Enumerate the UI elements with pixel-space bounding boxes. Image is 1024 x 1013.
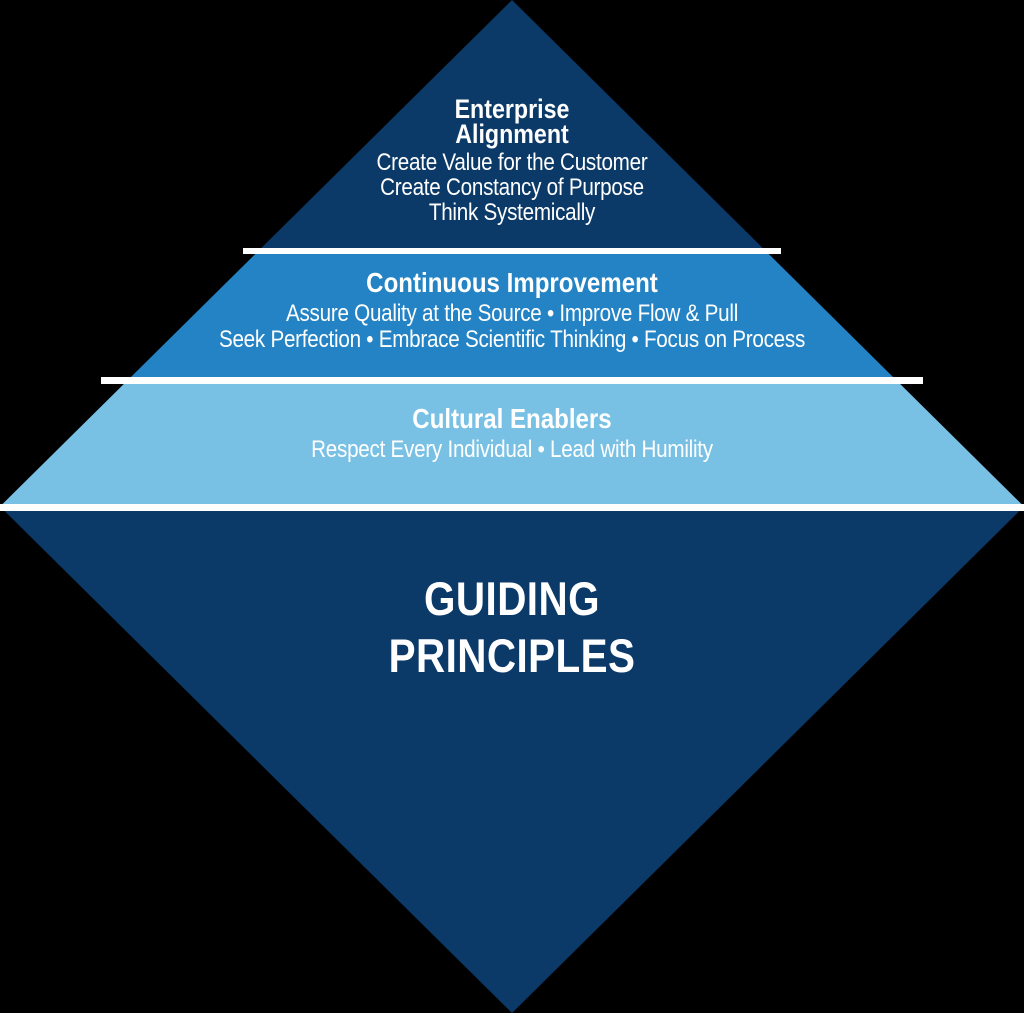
guiding-principles-title-line2: PRINCIPLES xyxy=(388,629,636,682)
cultural-enablers-principles: Respect Every Individual • Lead with Hum… xyxy=(72,437,953,462)
separator-line-top xyxy=(243,248,781,254)
continuous-improvement-title: Continuous Improvement xyxy=(72,269,953,297)
enterprise-alignment-title-line: Alignment xyxy=(455,119,569,149)
band-cultural-enablers xyxy=(0,380,1024,507)
separator-line-bottom xyxy=(0,504,1024,511)
guiding-principles-title: GUIDING PRINCIPLES xyxy=(72,570,953,684)
separator-line-middle xyxy=(101,377,923,384)
enterprise-alignment-title-line: Enterprise xyxy=(454,94,570,124)
enterprise-alignment-title: Enterprise Alignment xyxy=(72,94,953,149)
principle-perfection-scientific-process: Seek Perfection • Embrace Scientific Thi… xyxy=(218,325,806,353)
principle-think-systemically: Think Systemically xyxy=(428,199,596,226)
principle-create-value: Create Value for the Customer xyxy=(376,149,648,176)
principle-respect-humility: Respect Every Individual • Lead with Hum… xyxy=(311,436,713,463)
enterprise-alignment-principles: Create Value for the Customer Create Con… xyxy=(72,150,953,225)
principle-quality-flow-pull: Assure Quality at the Source • Improve F… xyxy=(285,300,739,327)
cultural-enablers-title-line: Cultural Enablers xyxy=(412,403,612,434)
guiding-principles-title-line1: GUIDING xyxy=(424,572,600,625)
cultural-enablers-title: Cultural Enablers xyxy=(72,405,953,433)
principle-constancy-of-purpose: Create Constancy of Purpose xyxy=(380,174,644,201)
continuous-improvement-principles: Assure Quality at the Source • Improve F… xyxy=(72,301,953,352)
continuous-improvement-title-line: Continuous Improvement xyxy=(366,267,658,298)
